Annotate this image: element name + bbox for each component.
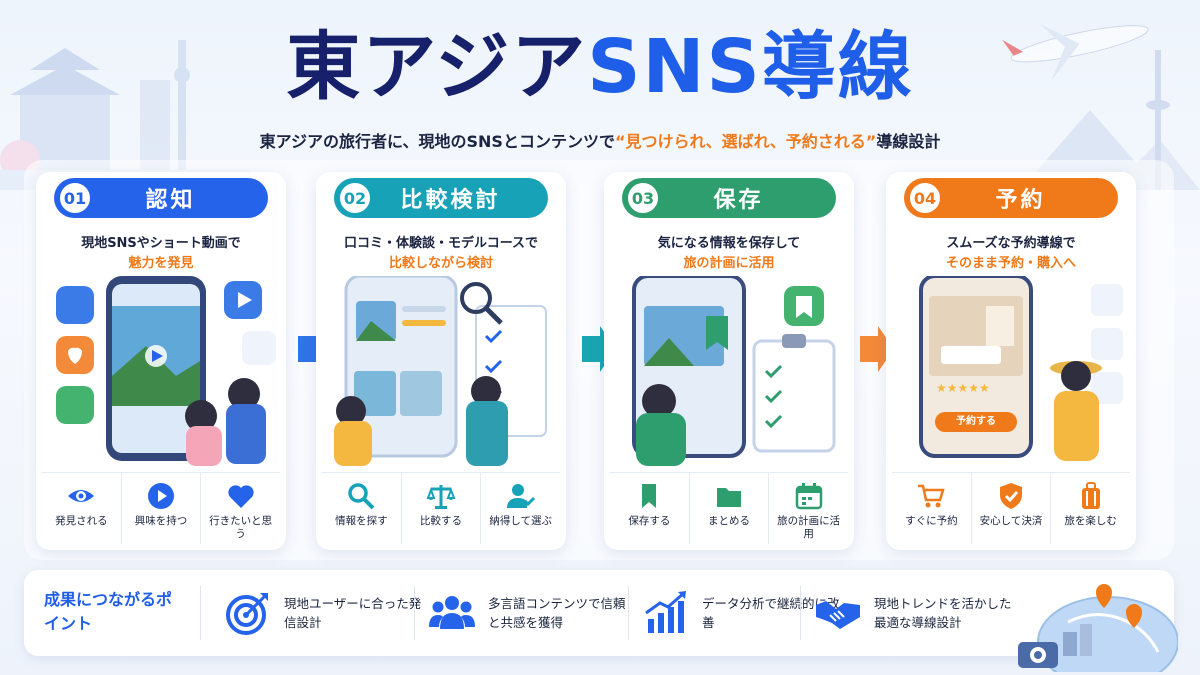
step-actions: 保存する まとめる 旅の計画に活用 — [610, 472, 848, 544]
step-description: 現地SNSやショート動画で — [81, 236, 241, 251]
step-title: 比較検討 — [400, 188, 501, 213]
step-actions: 情報を探す 比較する 納得して選ぶ — [322, 472, 560, 544]
user-check-icon — [506, 484, 535, 508]
handshake-icon — [816, 601, 860, 629]
action-label: 旅を楽しむ — [1064, 515, 1117, 527]
results-bar: 成果につながるポイント 現地ユーザーに合った発信設計 多言語コンテンツで信頼と共… — [24, 570, 1174, 656]
hotel-phone-illustration: ★★★★★ — [919, 276, 1123, 461]
step-highlight: 魅力を発見 — [128, 256, 194, 271]
step-title: 保存 — [713, 188, 764, 213]
scale-icon — [426, 485, 456, 509]
phone-video-illustration — [56, 276, 276, 466]
step-badge: 02 比較検討 — [334, 178, 548, 218]
result-item: 多言語コンテンツで信頼と共感を獲得 — [428, 584, 628, 642]
step-highlight: 旅の計画に活用 — [683, 256, 775, 271]
title-part2: SNS導線 — [587, 24, 914, 110]
action-label: すぐに予約 — [905, 515, 958, 527]
bookmark-checklist-illustration — [632, 276, 836, 466]
divider — [414, 586, 415, 640]
action-item: 納得して選ぶ — [481, 473, 560, 544]
step-badge: 03 保存 — [622, 178, 836, 218]
action-label: 情報を探す — [335, 515, 388, 527]
result-label: 現地トレンドを活かした最適な導線設計 — [874, 596, 1012, 630]
action-label: 興味を持つ — [134, 515, 188, 527]
shield-check-icon — [1000, 483, 1022, 509]
result-label: データ分析で継続的に改善 — [702, 596, 840, 630]
folder-icon — [717, 488, 741, 507]
result-label: 多言語コンテンツで信頼と共感を獲得 — [488, 596, 626, 630]
action-item: 安心して決済 — [972, 473, 1052, 544]
suitcase-icon — [1081, 482, 1100, 509]
target-icon — [226, 593, 268, 635]
users-icon — [429, 596, 475, 629]
cart-icon — [918, 484, 946, 508]
arrow-right-icon — [860, 326, 894, 372]
step-highlight: そのまま予約・購入へ — [945, 256, 1076, 271]
step-card-awareness: 01 認知 現地SNSやショート動画で 魅力を発見 発見される 興味を持つ — [36, 172, 286, 550]
step-description: 気になる情報を保存して — [657, 236, 801, 251]
step-title: 予約 — [995, 188, 1046, 213]
step-number: 01 — [57, 180, 93, 216]
heart-icon — [228, 485, 254, 508]
subtitle-before: 東アジアの旅行者に、現地のSNSとコンテンツで — [259, 132, 615, 151]
step-description: 口コミ・体験談・モデルコースで — [343, 236, 539, 251]
globe-city-illustration — [1018, 584, 1178, 672]
action-label: 安心して決済 — [979, 515, 1043, 527]
step-description: スムーズな予約導線で — [946, 236, 1076, 251]
bookmark-icon — [642, 484, 657, 508]
action-item: 行きたいと思う — [201, 473, 280, 544]
divider — [800, 586, 801, 640]
step-card-save: 03 保存 気になる情報を保存して 旅の計画に活用 保存する まとめる 旅の計画… — [604, 172, 854, 550]
action-item: 発見される — [42, 473, 122, 544]
divider — [200, 586, 201, 640]
step-badge: 04 予約 — [904, 178, 1118, 218]
divider — [628, 586, 629, 640]
result-item: 現地トレンドを活かした最適な導線設計 — [814, 584, 1014, 642]
play-icon — [148, 483, 174, 509]
action-label: 保存する — [628, 515, 671, 527]
result-item: 現地ユーザーに合った発信設計 — [224, 584, 424, 642]
subtitle-highlight: “見つけられ、選ばれ、予約される” — [614, 132, 877, 151]
page-title: 東アジアSNS導線 — [0, 22, 1200, 112]
action-label: 旅の計画に活用 — [777, 515, 841, 540]
action-item: 情報を探す — [322, 473, 402, 544]
step-card-reservation: 04 予約 スムーズな予約導線で そのまま予約・購入へ ★★★★★ 予約する す… — [886, 172, 1136, 550]
result-label: 現地ユーザーに合った発信設計 — [284, 596, 422, 630]
step-number: 02 — [337, 180, 373, 216]
page-subtitle: 東アジアの旅行者に、現地のSNSとコンテンツで“見つけられ、選ばれ、予約される”… — [0, 128, 1200, 152]
subtitle-after: 導線設計 — [876, 132, 941, 151]
action-item: 保存する — [610, 473, 690, 544]
action-item: まとめる — [690, 473, 770, 544]
step-actions: 発見される 興味を持つ 行きたいと思う — [42, 472, 280, 544]
title-part1: 東アジア — [286, 24, 588, 110]
search-icon — [348, 483, 375, 510]
step-number: 03 — [625, 180, 661, 216]
calendar-icon — [795, 483, 822, 510]
step-title: 認知 — [145, 188, 196, 213]
action-item: 旅を楽しむ — [1051, 473, 1130, 544]
action-label: 行きたいと思う — [209, 515, 273, 540]
step-card-comparison: 02 比較検討 口コミ・体験談・モデルコースで 比較しながら検討 情報を探す 比… — [316, 172, 566, 550]
reservation-illustration: ★★★★★ 予約する — [896, 276, 1126, 466]
eye-icon — [68, 490, 95, 502]
result-item: データ分析で継続的に改善 — [642, 584, 842, 642]
action-item: 興味を持つ — [122, 473, 202, 544]
step-actions: すぐに予約 安心して決済 旅を楽しむ — [892, 472, 1130, 544]
results-title: 成果につながるポイント — [44, 590, 173, 633]
action-item: 旅の計画に活用 — [769, 473, 848, 544]
step-badge: 01 認知 — [54, 178, 268, 218]
action-item: すぐに予約 — [892, 473, 972, 544]
action-label: 発見される — [55, 515, 108, 527]
reserve-button: 予約する — [935, 412, 1017, 432]
svg-text:★★★★★: ★★★★★ — [936, 381, 990, 395]
action-item: 比較する — [402, 473, 482, 544]
step-number: 04 — [907, 180, 943, 216]
action-label: 納得して選ぶ — [489, 515, 553, 527]
step-highlight: 比較しながら検討 — [388, 256, 493, 271]
action-label: 比較する — [420, 515, 462, 527]
action-label: まとめる — [708, 515, 750, 527]
comparison-illustration — [334, 276, 547, 466]
chart-icon — [645, 591, 686, 633]
